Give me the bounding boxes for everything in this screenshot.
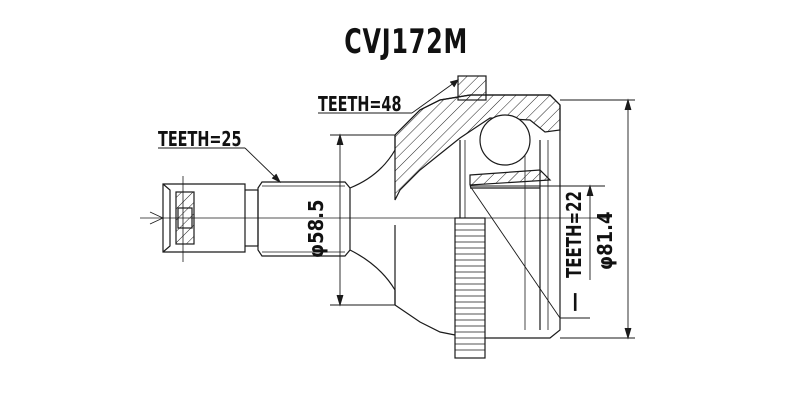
label-shaft-diameter: φ58.5 xyxy=(304,199,328,259)
label-teeth-22: TEETH=22 xyxy=(562,191,586,278)
abs-tone-ring xyxy=(454,217,486,359)
leader-teeth-48 xyxy=(318,79,459,114)
dimension-shaft-diameter xyxy=(330,133,395,307)
part-number-title: CVJ172M xyxy=(344,22,469,62)
shaft-end xyxy=(149,176,259,262)
dimension-outer-diameter xyxy=(560,98,635,340)
bell-housing xyxy=(394,75,561,339)
leader-teeth-22 xyxy=(469,185,590,319)
dimension-inner-spline xyxy=(470,184,605,280)
housing-neck xyxy=(349,135,396,305)
label-teeth-48: TEETH=48 xyxy=(318,92,402,116)
label-teeth-25: TEETH=25 xyxy=(158,127,242,151)
label-dash-mark: — xyxy=(562,292,586,312)
label-outer-diameter: φ81.4 xyxy=(593,211,617,271)
leader-teeth-25 xyxy=(158,147,282,184)
